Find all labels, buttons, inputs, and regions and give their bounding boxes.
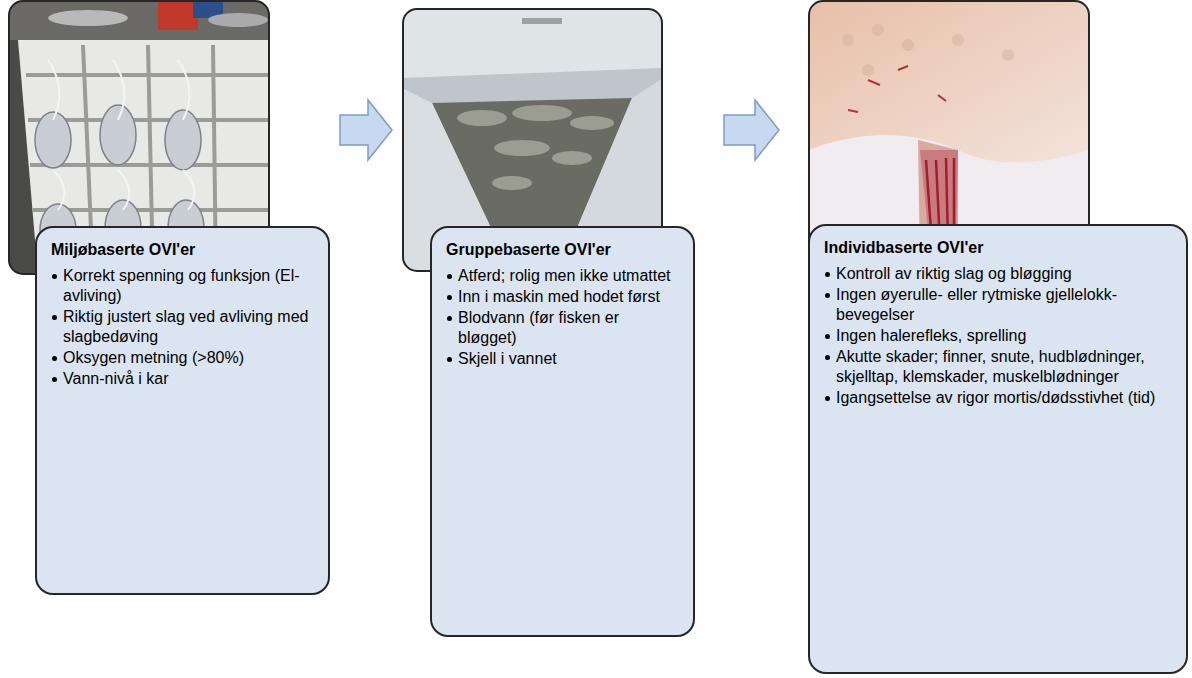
bullet-text: Igangsettelse av rigor mortis/dødsstivhe… (836, 389, 1155, 406)
bullet-dot (52, 315, 57, 320)
bullet-text: Inn i maskin med hodet først (458, 288, 660, 305)
bullet-item: Kontroll av riktig slag og bløgging (824, 264, 1172, 284)
bullet-dot (447, 295, 452, 300)
bullet-text: Riktig justert slag ved avliving med sla… (63, 308, 308, 345)
stage-column: Miljøbaserte OVI'erKorrekt spenning og f… (8, 0, 330, 595)
block-arrow (340, 100, 392, 160)
bullet-text: Akutte skader; finner, snute, hudblødnin… (836, 348, 1145, 385)
bullet-dot (447, 316, 452, 321)
bullet-item: Korrekt spenning og funksjon (El-avlivin… (51, 266, 314, 306)
fish-tail-photo (808, 0, 1090, 260)
bullet-item: Riktig justert slag ved avliving med sla… (51, 307, 314, 347)
bullet-item: Oksygen metning (>80%) (51, 348, 314, 368)
block-arrow (724, 100, 779, 160)
bullet-item: Ingen halerefleks, sprelling (824, 326, 1172, 346)
bullet-dot (825, 355, 830, 360)
bullet-item: Ingen øyerulle- eller rytmiske gjellelok… (824, 285, 1172, 325)
bullet-dot (825, 293, 830, 298)
bullet-item: Igangsettelse av rigor mortis/dødsstivhe… (824, 388, 1172, 408)
bullet-dot (447, 357, 452, 362)
bullet-item: Vann-nivå i kar (51, 369, 314, 389)
bullet-dot (447, 274, 452, 279)
bullet-text: Ingen halerefleks, sprelling (836, 327, 1026, 344)
box-heading: Individbaserte OVI'er (824, 238, 1172, 258)
box-heading: Miljøbaserte OVI'er (51, 240, 314, 260)
bullet-text: Skjell i vannet (458, 350, 557, 367)
bullet-text: Atferd; rolig men ikke utmattet (458, 267, 671, 284)
ovi-box: Gruppebaserte OVI'erAtferd; rolig men ik… (430, 226, 695, 637)
bullet-dot (825, 396, 830, 401)
bullet-text: Blodvann (før fisken er bløgget) (458, 309, 619, 346)
bullet-dot (52, 274, 57, 279)
bullet-item: Atferd; rolig men ikke utmattet (446, 266, 679, 286)
ovi-box: Miljøbaserte OVI'erKorrekt spenning og f… (35, 226, 330, 595)
bullet-text: Kontroll av riktig slag og bløgging (836, 265, 1072, 282)
bullet-text: Korrekt spenning og funksjon (El-avlivin… (63, 267, 300, 304)
bullet-item: Skjell i vannet (446, 349, 679, 369)
bullet-item: Inn i maskin med hodet først (446, 287, 679, 307)
stage-column: Individbaserte OVI'erKontroll av riktig … (808, 0, 1188, 674)
box-heading: Gruppebaserte OVI'er (446, 240, 679, 260)
bullet-item: Akutte skader; finner, snute, hudblødnin… (824, 347, 1172, 387)
ovi-box: Individbaserte OVI'erKontroll av riktig … (808, 224, 1188, 674)
stage-column: Gruppebaserte OVI'erAtferd; rolig men ik… (402, 8, 695, 637)
bullet-text: Ingen øyerulle- eller rytmiske gjellelok… (836, 286, 1117, 323)
bullet-item: Blodvann (før fisken er bløgget) (446, 308, 679, 348)
bullet-dot (52, 356, 57, 361)
bullet-dot (825, 334, 830, 339)
bullet-text: Vann-nivå i kar (63, 370, 169, 387)
bullet-text: Oksygen metning (>80%) (63, 349, 244, 366)
bullet-dot (825, 272, 830, 277)
bullet-dot (52, 377, 57, 382)
